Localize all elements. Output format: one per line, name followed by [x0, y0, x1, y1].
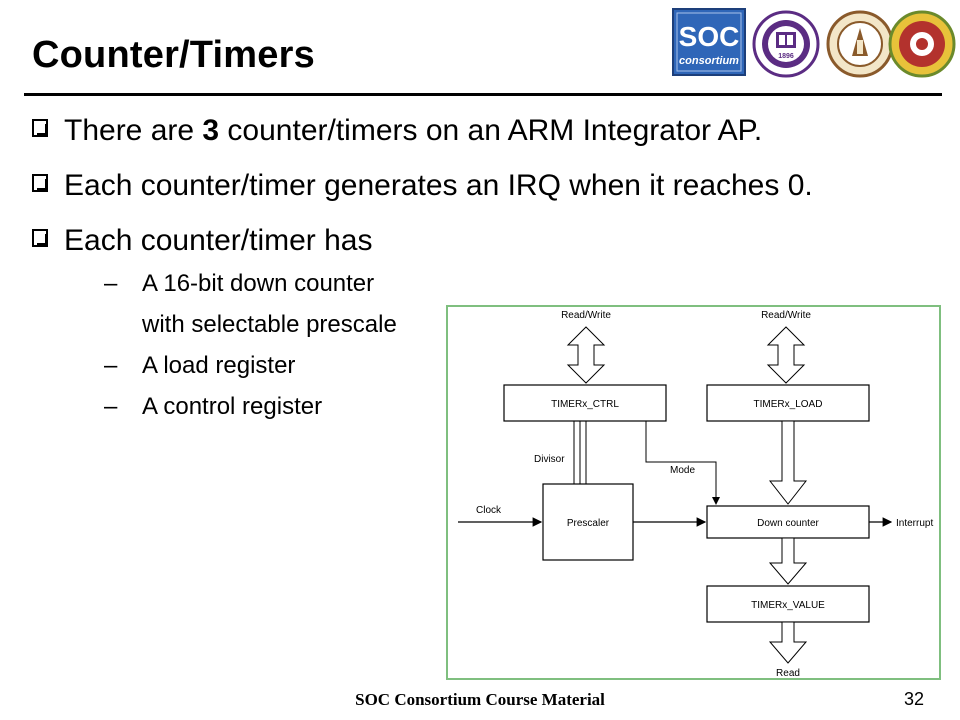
seal-year-text: 1896 [778, 53, 794, 60]
sub-bullet-text: A 16-bit down counter [142, 270, 375, 297]
checkbox-bullet-icon [32, 174, 48, 192]
bullet-text-post: counter/timers on an ARM Integrator AP. [219, 114, 763, 147]
read-write-left-arrow [566, 326, 606, 384]
dash-bullet-icon: – [104, 393, 118, 420]
bullet-text-pre: There are [64, 114, 203, 147]
slide-footer: SOC Consortium Course Material [355, 690, 605, 709]
counter-to-value-arrow [768, 537, 808, 585]
load-to-counter-arrow [768, 420, 808, 505]
prescaler-label: Prescaler [567, 518, 610, 529]
timer-value-box [706, 585, 870, 623]
timer-load-box [706, 384, 870, 422]
timer-value-label: TIMERx_VALUE [751, 600, 825, 611]
purple-university-seal: 1896 [752, 10, 820, 78]
sub-bullet-item: – A 16-bit down counter [32, 270, 912, 297]
read-write-left-label: Read/Write [561, 310, 611, 321]
bullet-item: There are 3 counter/timers on an ARM Int… [32, 113, 912, 148]
dash-bullet-icon: – [104, 352, 118, 379]
timer-block-diagram: Read/Write Read/Write TIMERx_CTRL TIMERx… [446, 305, 941, 680]
sub-bullet-text: A control register [142, 393, 323, 420]
read-write-right-arrow [766, 326, 806, 384]
page-number: 32 [904, 689, 925, 709]
timer-ctrl-label: TIMERx_CTRL [551, 399, 619, 410]
sub-bullet-continuation: with selectable prescale [32, 311, 912, 338]
divisor-label: Divisor [534, 454, 565, 465]
bullet-text: Each counter/timer generates an IRQ when… [64, 169, 813, 202]
sub-bullet-item: – A load register [32, 352, 912, 379]
value-to-read-arrow [768, 621, 808, 664]
timer-load-label: TIMERx_LOAD [754, 399, 823, 410]
checkbox-bullet-icon [32, 229, 48, 247]
title-divider [24, 93, 942, 96]
sub-bullet-text: A load register [142, 352, 296, 379]
red-university-seal [888, 10, 956, 78]
read-write-right-label: Read/Write [761, 310, 811, 321]
interrupt-label: Interrupt [896, 518, 933, 529]
clock-label: Clock [476, 505, 502, 516]
bullet-item: Each counter/timer has [32, 223, 912, 258]
soc-logo-subtext: consortium [679, 55, 739, 67]
bullet-list: There are 3 counter/timers on an ARM Int… [32, 113, 912, 434]
timer-diagram-svg: Read/Write Read/Write TIMERx_CTRL TIMERx… [458, 310, 933, 679]
timer-ctrl-box [503, 384, 667, 422]
brown-university-seal [826, 10, 894, 78]
soc-logo-text: SOC [679, 21, 740, 52]
mode-line [645, 421, 720, 505]
read-label: Read [776, 668, 800, 678]
bullet-text: Each counter/timer has [64, 224, 373, 257]
down-counter-label: Down counter [757, 518, 819, 529]
sub-bullet-item: – A control register [32, 393, 912, 420]
soc-consortium-logo: SOC consortium [672, 8, 746, 76]
bullet-item: Each counter/timer generates an IRQ when… [32, 168, 912, 203]
sub-bullet-text: with selectable prescale [142, 311, 397, 338]
bullet-text-bold: 3 [202, 114, 220, 147]
checkbox-bullet-icon [32, 119, 48, 137]
dash-bullet-icon: – [104, 270, 118, 297]
slide-title: Counter/Timers [32, 34, 315, 76]
mode-label: Mode [670, 465, 695, 476]
